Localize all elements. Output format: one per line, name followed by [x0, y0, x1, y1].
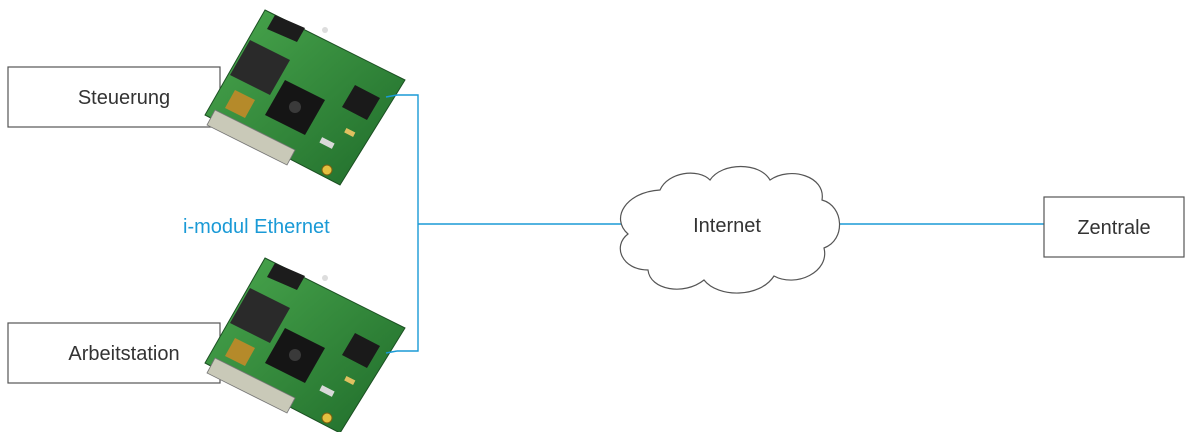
steuerung-label: Steuerung — [78, 87, 170, 109]
module-board-top — [204, 9, 406, 186]
zentrale-label: Zentrale — [1077, 217, 1150, 239]
stub-bottom — [385, 350, 398, 354]
internet-node: Internet — [619, 166, 841, 294]
module-label: i-modul Ethernet — [183, 216, 330, 238]
module-bus-line — [397, 94, 419, 352]
arbeitstation-label: Arbeitstation — [68, 343, 179, 365]
internet-label: Internet — [693, 215, 761, 237]
zentrale-box — [1043, 196, 1185, 258]
arbeitstation-node: Arbeitstation — [7, 322, 221, 384]
module-board-bottom — [204, 257, 406, 432]
connection-lines — [385, 94, 1044, 354]
zentrale-node: Zentrale — [1043, 196, 1185, 258]
arbeitstation-box — [7, 322, 221, 384]
steuerung-box — [7, 66, 221, 128]
stub-top — [385, 94, 398, 98]
cloud-icon — [619, 166, 841, 294]
steuerung-node: Steuerung — [7, 66, 221, 128]
